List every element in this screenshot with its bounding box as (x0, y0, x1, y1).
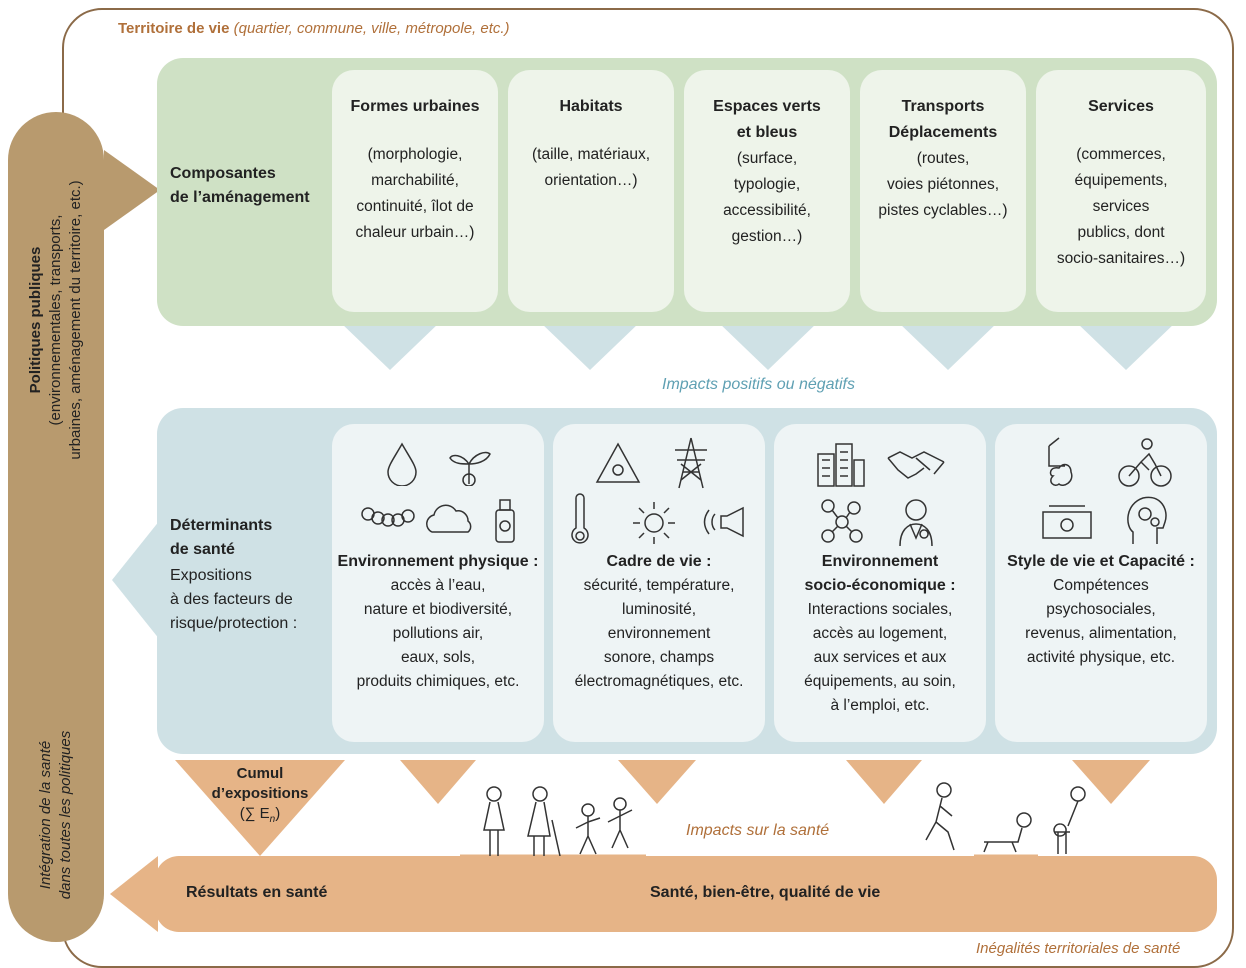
child-icon (581, 803, 595, 817)
card-desc: Compétences psychosociales, revenus, ali… (1025, 577, 1177, 666)
card-style-de-vie: Style de vie et Capacité : Compétences p… (995, 424, 1207, 742)
balloon-icon (1070, 786, 1086, 802)
territory-title: Territoire de vie (118, 20, 230, 37)
composantes-label-line1: Composantes (170, 165, 276, 182)
health-impacts-label: Impacts sur la santé (686, 822, 830, 839)
people-group-left (460, 786, 646, 858)
card-text: Environnement socio-économique : Interac… (774, 550, 986, 718)
impact-arrow (340, 322, 440, 370)
determinants-label-line2: de santé (170, 541, 235, 558)
speaker-icon (703, 506, 744, 538)
determinants-label: Déterminants de santé Expositions à des … (170, 514, 297, 636)
card-title: Services (1088, 98, 1154, 115)
card-transports: Transports Déplacements (routes, voies p… (860, 70, 1026, 312)
child-icon (613, 797, 627, 811)
cumul-arrow (175, 760, 345, 856)
card-espaces-verts: Espaces verts et bleus (surface, typolog… (684, 70, 850, 312)
card-text: Environnement physique : accès à l’eau, … (332, 550, 544, 694)
card-env-socio-economique: Environnement socio-économique : Interac… (774, 424, 986, 742)
sun-icon (633, 502, 675, 544)
cumul-formula: (∑ En) (200, 804, 320, 830)
cumul-line2: d’expositions (211, 785, 309, 802)
card-title: Formes urbaines (350, 98, 480, 115)
impacts-label: Impacts positifs ou négatifs (662, 376, 855, 393)
card-title: Style de vie et Capacité : (1007, 553, 1195, 570)
cumul-line1: Cumul (236, 765, 284, 782)
composantes-label: Composantes de l’aménagement (170, 162, 310, 210)
spray-icon (495, 499, 515, 543)
people-group-right (925, 782, 1086, 858)
card-text: Cadre de vie : sécurité, température, lu… (553, 550, 765, 694)
cumul-label: Cumul d’expositions (∑ En) (200, 764, 320, 830)
health-arrow (1072, 760, 1150, 804)
woman-icon (486, 786, 502, 802)
card-desc: (morphologie, marchabilité, continuité, … (355, 146, 475, 241)
walker-icon (936, 782, 952, 798)
impact-arrow (718, 322, 818, 370)
caterpillar-icon (361, 507, 415, 527)
results-main: Santé, bien-être, qualité de vie (650, 884, 881, 901)
network-icon (821, 499, 863, 543)
card-desc: (commerces, équipements, services public… (1056, 146, 1186, 267)
card-env-physique: Environnement physique : accès à l’eau, … (332, 424, 544, 742)
thermometer-icon (571, 493, 589, 544)
determinants-sub: Expositions à des facteurs de risque/pro… (170, 567, 298, 632)
card-desc: sécurité, température, luminosité, envir… (574, 577, 744, 690)
card-habitats: Habitats (taille, matériaux, orientation… (508, 70, 674, 312)
card-title: Espaces verts et bleus (713, 98, 821, 141)
doctor-icon (899, 499, 933, 547)
policy-pill (8, 112, 104, 942)
card-text: Style de vie et Capacité : Compétences p… (995, 550, 1207, 670)
water-drop-icon (387, 442, 417, 486)
elder-icon (532, 786, 548, 802)
plant-icon (449, 451, 491, 486)
territory-heading: Territoire de vie (quartier, commune, vi… (118, 20, 510, 37)
pylon-icon (675, 437, 707, 489)
food-icon (1048, 437, 1073, 487)
card-cadre-de-vie: Cadre de vie : sécurité, température, lu… (553, 424, 765, 742)
policy-arrow-right (104, 150, 160, 230)
health-arrow (400, 760, 476, 804)
cumul-formula-sub: n (269, 814, 276, 825)
baby-icon (1016, 812, 1032, 828)
impact-arrow (540, 322, 640, 370)
territory-subtitle: (quartier, commune, ville, métropole, et… (233, 20, 510, 37)
cyclist-icon (1118, 438, 1172, 487)
head-gears-icon (1127, 496, 1167, 544)
results-label: Résultats en santé (186, 884, 328, 901)
composantes-label-line2: de l’aménagement (170, 189, 310, 206)
card-services: Services (commerces, équipements, servic… (1036, 70, 1206, 312)
handshake-icon (887, 451, 945, 479)
determinants-arrow-left (112, 520, 160, 640)
card-title: Environnement physique : (337, 553, 539, 570)
card-desc: (surface, typologie, accessibilité, gest… (723, 150, 811, 245)
impact-arrow (1076, 322, 1176, 370)
results-arrow-left (110, 856, 158, 932)
card-title: Cadre de vie : (606, 553, 712, 570)
card-title: Transports Déplacements (888, 98, 998, 141)
card-title: Habitats (559, 98, 623, 115)
card-formes-urbaines: Formes urbaines (morphologie, marchabili… (332, 70, 498, 312)
cumul-formula-text: (∑ E (239, 805, 270, 822)
card-title: Environnement socio-économique : (804, 553, 956, 594)
card-desc: (routes, voies piétonnes, pistes cyclabl… (878, 150, 1008, 219)
card-desc: Interactions sociales, accès au logement… (804, 601, 956, 714)
inequalities-label: Inégalités territoriales de santé (976, 940, 1181, 957)
cloud-icon (426, 504, 472, 533)
buildings-icon (817, 443, 865, 487)
health-arrow (618, 760, 696, 804)
results-band (155, 856, 1217, 932)
warning-icon (595, 442, 641, 483)
health-arrow (846, 760, 922, 804)
card-desc: (taille, matériaux, orientation…) (531, 146, 650, 189)
card-desc: accès à l’eau, nature et biodiversité, p… (356, 577, 520, 690)
determinants-label-line1: Déterminants (170, 517, 273, 534)
impact-arrow (898, 322, 998, 370)
banknote-icon (1042, 505, 1092, 539)
cumul-formula-close: ) (275, 805, 281, 822)
